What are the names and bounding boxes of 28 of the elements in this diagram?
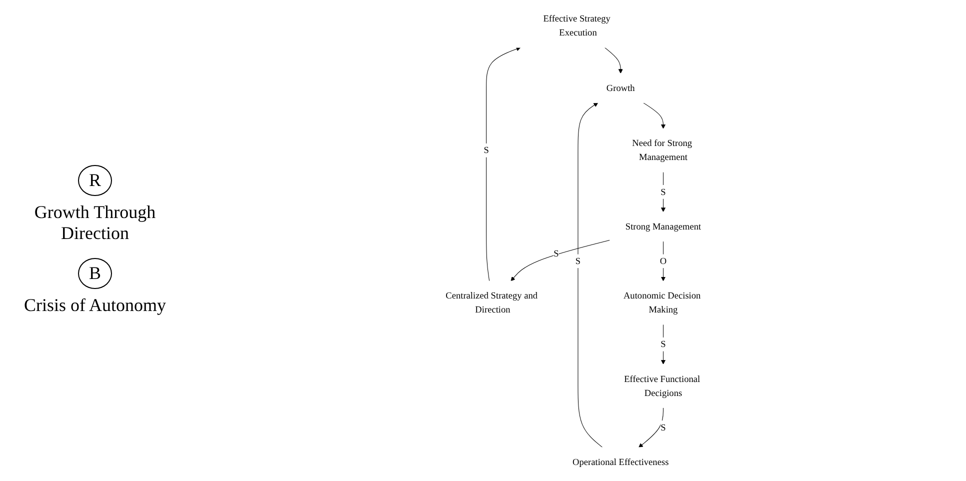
loop-marker: B — [78, 258, 112, 289]
edge-label: S — [660, 422, 666, 432]
edge-label: S — [554, 248, 559, 259]
loop-name: Crisis of Autonomy — [24, 295, 166, 316]
arrow — [604, 47, 623, 74]
node-text: Strong Management — [625, 221, 702, 232]
node-text: Autonomic Decision Making — [623, 290, 701, 315]
node-text: Effective Strategy Execution — [543, 13, 610, 38]
node-text: Growth — [606, 82, 635, 93]
arrow — [486, 46, 521, 282]
arrow — [660, 241, 666, 282]
edge-label: S — [575, 256, 581, 266]
edge-label: O — [660, 256, 667, 266]
node-text: Effective Functional Decigions — [624, 374, 700, 398]
loop-marker: R — [78, 165, 112, 196]
arrow — [510, 240, 610, 282]
edge-label: S — [660, 186, 666, 197]
node-text: Need for Strong Management — [632, 138, 692, 162]
node-text: Operational Effectiveness — [572, 456, 669, 468]
loop-name: Growth Through Direction — [33, 202, 157, 244]
arrow — [643, 102, 666, 129]
edge-label: S — [484, 144, 489, 156]
arrow — [660, 172, 666, 212]
node-text: Centralized Strategy and Direction — [446, 290, 538, 315]
edge-label: S — [660, 338, 666, 350]
arrow — [578, 102, 603, 448]
arrow — [638, 407, 664, 448]
arrow — [660, 324, 666, 364]
